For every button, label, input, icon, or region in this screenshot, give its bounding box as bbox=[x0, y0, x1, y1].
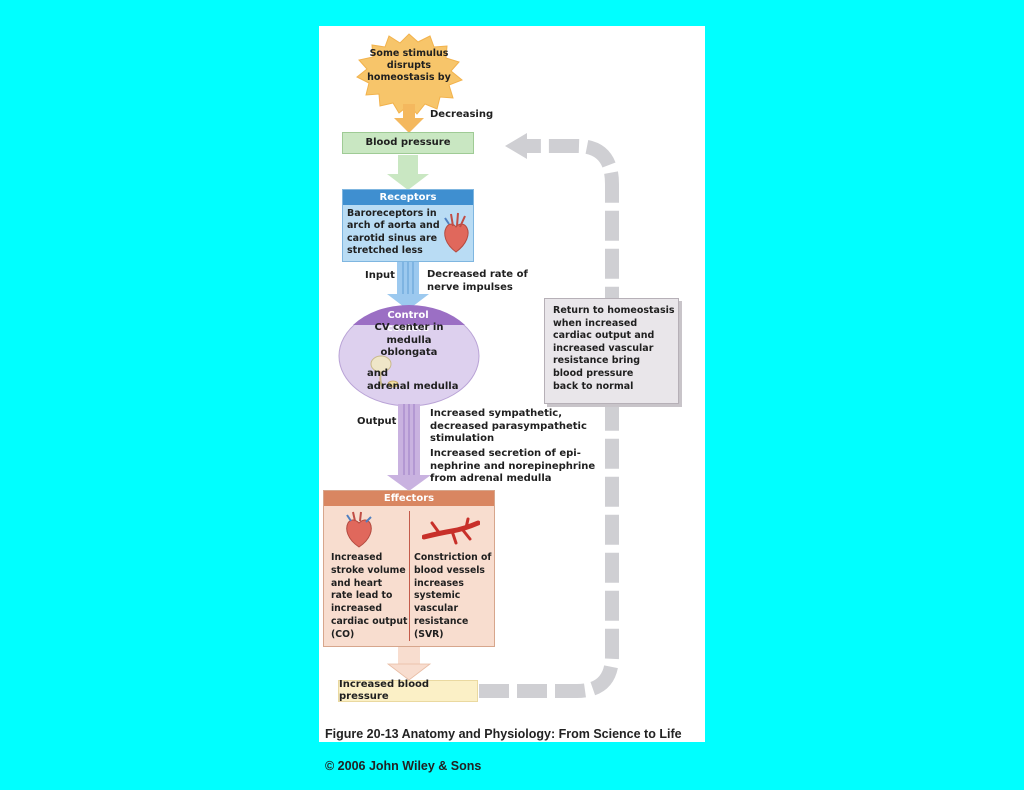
figure-panel: Some stimulus disrupts homeostasis by De… bbox=[319, 26, 705, 773]
effectors-vascular-resistance-text: Constriction of blood vessels increases … bbox=[414, 552, 492, 640]
control-centers-text-adrenal: and adrenal medulla bbox=[367, 368, 459, 392]
control-centers-heading: Control centers bbox=[386, 310, 430, 334]
caption-title: Figure 20-13 Anatomy and Physiology: Fro… bbox=[325, 727, 682, 741]
heart-icon bbox=[444, 212, 469, 253]
effector-arrow-head bbox=[386, 663, 432, 681]
effectors-cardiac-output-text: Increased stroke volume and heart rate l… bbox=[331, 552, 408, 640]
receptors-text: Baroreceptors in arch of aorta and carot… bbox=[347, 208, 440, 257]
heart-icon bbox=[346, 511, 372, 548]
return-to-homeostasis-box: Return to homeostasis when increased car… bbox=[544, 298, 679, 404]
decreasing-label: Decreasing bbox=[430, 109, 494, 120]
bp-arrow-head bbox=[387, 174, 429, 190]
input-label: Input bbox=[365, 270, 395, 281]
output-arrow-head bbox=[387, 475, 431, 491]
figure-caption: Figure 20-13 Anatomy and Physiology: Fro… bbox=[325, 710, 682, 790]
effectors-box: Effectors Increased stroke volume and he… bbox=[323, 490, 495, 647]
increased-blood-pressure-box: Increased blood pressure bbox=[338, 678, 478, 703]
output-description-sympathetic: Increased sympathetic, decreased parasym… bbox=[430, 408, 587, 444]
diagram-graphics bbox=[338, 33, 619, 698]
effectors-divider bbox=[409, 511, 410, 641]
brain-medulla-icon bbox=[370, 355, 399, 389]
effectors-heading: Effectors bbox=[324, 491, 494, 506]
blood-pressure-box: Blood pressure bbox=[342, 132, 474, 154]
receptors-heading: Receptors bbox=[343, 190, 473, 205]
feedback-loop-path bbox=[479, 139, 619, 698]
stimulus-arrow-head bbox=[394, 118, 424, 133]
caption-copyright: © 2006 John Wiley & Sons bbox=[325, 759, 482, 773]
feedback-arrow-head bbox=[505, 133, 527, 159]
output-description-secretion: Increased secretion of epi- nephrine and… bbox=[430, 448, 596, 484]
bp-arrow-shaft bbox=[398, 155, 418, 175]
effector-arrow-shaft bbox=[398, 647, 420, 665]
input-arrow-head bbox=[387, 294, 429, 310]
control-center-head bbox=[353, 305, 465, 325]
stimulus-text: Some stimulus disrupts homeostasis by bbox=[367, 48, 451, 83]
receptors-box: Receptors Baroreceptors in arch of aorta… bbox=[342, 189, 474, 262]
control-centers-text: CV center in medulla oblongata bbox=[374, 322, 444, 358]
blood-vessel-icon bbox=[422, 517, 480, 545]
output-label: Output bbox=[357, 416, 397, 427]
return-to-homeostasis-text: Return to homeostasis when increased car… bbox=[553, 305, 675, 392]
stimulus-arrow-shaft bbox=[403, 104, 415, 120]
blood-pressure-label: Blood pressure bbox=[365, 136, 451, 148]
increased-blood-pressure-label: Increased blood pressure bbox=[339, 678, 430, 703]
input-description: Decreased rate of nerve impulses bbox=[427, 269, 528, 293]
